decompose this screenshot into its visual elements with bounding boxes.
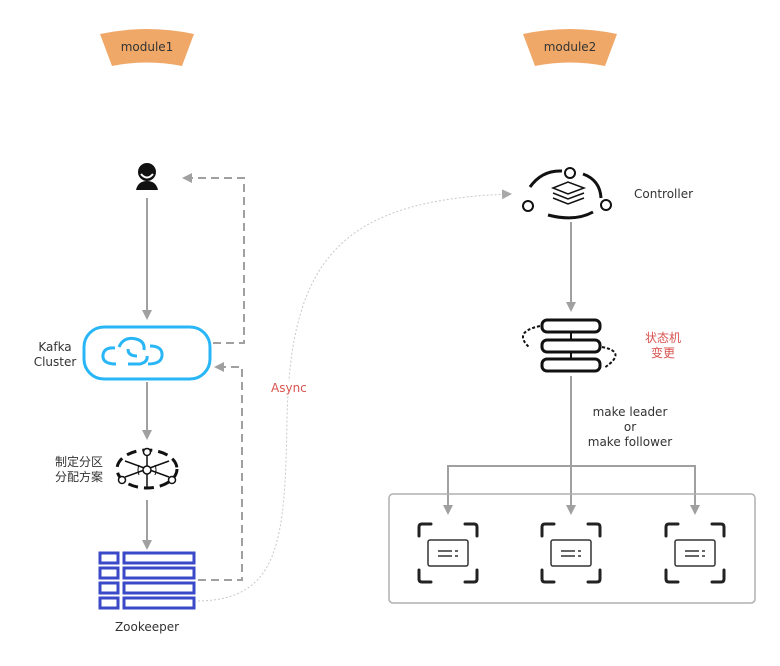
- broker-card-icon: [540, 522, 602, 584]
- layers-cycle-icon: [522, 167, 612, 220]
- make-label-line2: or: [623, 420, 637, 434]
- network-hub-icon: [115, 447, 179, 490]
- edge-kafka-to-user-dashed: [182, 173, 245, 344]
- kafka-cluster-label: Kafka Cluster: [30, 340, 80, 370]
- edge-zookeeper-to-kafka-dashed: [198, 362, 243, 581]
- async-label: Async: [271, 381, 307, 396]
- kafka-cluster-node: [82, 325, 212, 381]
- make-label-line3: make follower: [587, 435, 673, 449]
- zookeeper-label: Zookeeper: [114, 620, 180, 634]
- server-rack-icon: [98, 551, 196, 610]
- state-machine-label: 状态机 变更: [640, 331, 686, 361]
- plan-label-line1: 制定分区: [54, 455, 103, 469]
- edge-branch-right: [571, 465, 700, 515]
- edge-branch-left: [443, 465, 571, 515]
- state-label-line2: 变更: [650, 346, 675, 360]
- broker-group-box: [388, 493, 756, 604]
- module1-label: module1: [120, 40, 174, 54]
- kafka-label-line2: Cluster: [33, 355, 77, 369]
- module2-banner: [523, 29, 617, 66]
- broker-card-icon: [417, 522, 479, 584]
- cloud-sync-icon: [101, 336, 164, 366]
- module2-label: module2: [543, 40, 597, 54]
- module1-banner: [100, 29, 194, 66]
- plan-label-line2: 分配方案: [54, 470, 103, 484]
- edge-async-zookeeper-to-controller: [197, 189, 512, 602]
- make-leader-follower-label: make leader or make follower: [580, 405, 680, 450]
- partition-plan-label: 制定分区 分配方案: [48, 455, 110, 485]
- controller-label: Controller: [634, 187, 694, 201]
- user-icon: [136, 163, 158, 190]
- state-machine-icon: [521, 318, 617, 373]
- make-label-line1: make leader: [592, 405, 668, 419]
- state-label-line1: 状态机: [644, 331, 681, 345]
- broker-card-icon: [664, 522, 726, 584]
- kafka-label-line1: Kafka: [38, 340, 72, 354]
